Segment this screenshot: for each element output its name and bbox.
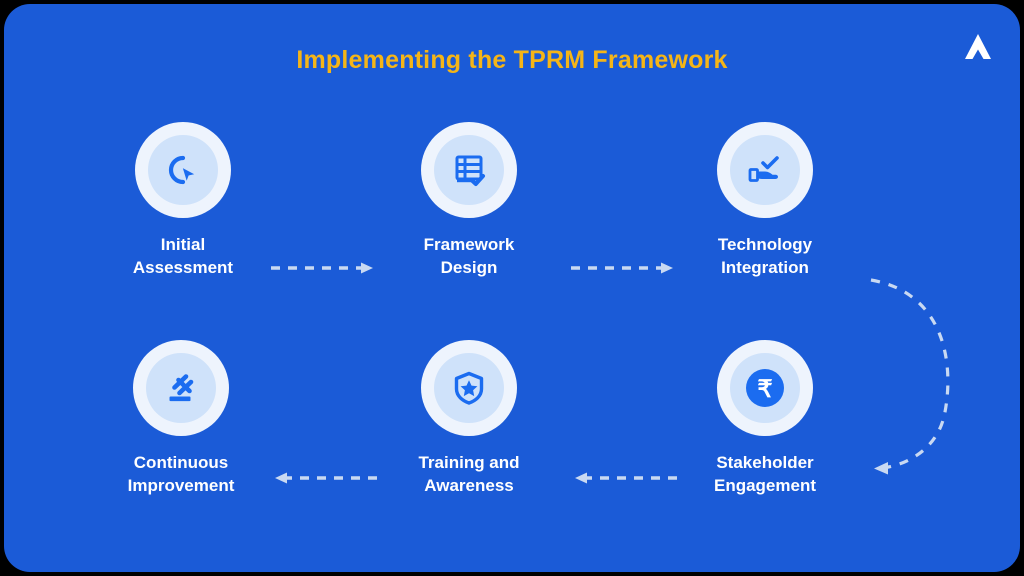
step-icon-badge <box>421 122 517 218</box>
step-label: Framework Design <box>423 235 515 277</box>
step-node-framework-design[interactable]: Framework Design <box>369 122 569 280</box>
icon-ring-inner <box>148 135 218 205</box>
arrow-framework-to-technology <box>569 256 679 280</box>
slide-card: Implementing the TPRM Framework Initial … <box>4 4 1020 572</box>
gavel-icon <box>169 374 194 402</box>
rupee-coin-icon: ₹ <box>746 369 784 407</box>
checklist-table-icon <box>455 155 485 186</box>
step-icon-badge <box>421 340 517 436</box>
icon-ring-inner <box>146 353 216 423</box>
arrow-training-to-continuous <box>269 466 379 490</box>
step-node-technology-integration[interactable]: Technology Integration <box>665 122 865 280</box>
cursor-click-icon <box>168 155 198 185</box>
hand-check-icon <box>748 156 779 182</box>
step-label: Initial Assessment <box>132 235 234 277</box>
step-label: Training and Awareness <box>418 453 520 495</box>
step-node-training-awareness[interactable]: Training and Awareness <box>369 340 569 498</box>
icon-ring-inner <box>434 353 504 423</box>
step-label: Technology Integration <box>717 235 813 277</box>
step-icon-badge <box>717 122 813 218</box>
step-node-initial-assessment[interactable]: Initial Assessment <box>83 122 283 280</box>
chevron-logo-icon <box>958 28 998 68</box>
page-title: Implementing the TPRM Framework <box>296 46 728 74</box>
step-label: Stakeholder Engagement <box>713 453 817 495</box>
step-icon-badge <box>135 122 231 218</box>
svg-text:₹: ₹ <box>757 376 772 403</box>
arrow-technology-to-stakeholder <box>849 266 979 482</box>
shield-star-icon <box>454 371 484 405</box>
step-label: Continuous Improvement <box>127 453 235 495</box>
icon-ring-inner <box>434 135 504 205</box>
step-icon-badge: ₹ <box>717 340 813 436</box>
arrow-stakeholder-to-training <box>569 466 679 490</box>
step-icon-badge <box>133 340 229 436</box>
icon-ring-inner <box>730 135 800 205</box>
step-node-continuous-improvement[interactable]: Continuous Improvement <box>81 340 281 498</box>
step-node-stakeholder-engagement[interactable]: ₹ Stakeholder Engagement <box>665 340 865 498</box>
icon-ring-inner: ₹ <box>730 353 800 423</box>
arrow-initial-to-framework <box>269 256 379 280</box>
